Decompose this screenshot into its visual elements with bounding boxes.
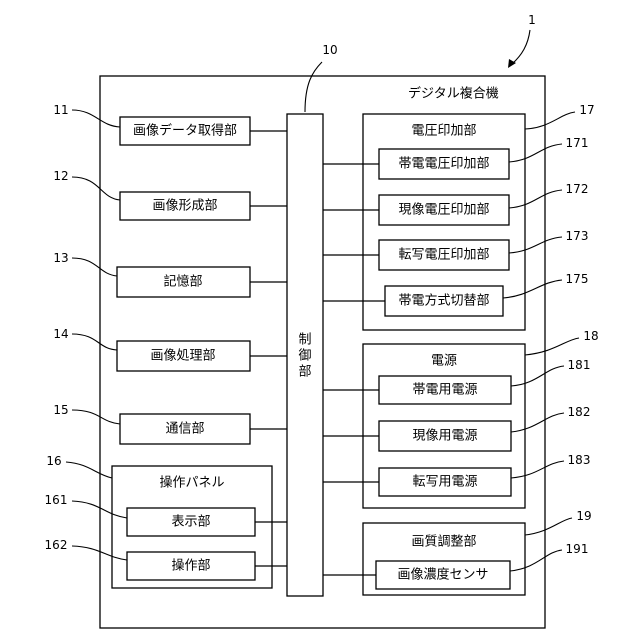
device-ref-leader [512,30,530,64]
power-label: 電源 [431,354,457,369]
unit-label: 画像形成部 [152,199,217,214]
controller-label-char-3: 部 [298,365,311,380]
unit-label: 帯電用電源 [412,383,477,398]
unit-ref: 13 [53,251,68,265]
device-ref: 1 [528,13,536,27]
unit-power-supply: 電源 18 帯電用電源 181 現像用電源 182 転写用電源 183 [323,329,599,508]
unit-label: 表示部 [171,515,210,530]
quality-label: 画質調整部 [411,535,476,550]
controller-ref: 10 [322,43,337,57]
unit-ref: 11 [53,103,68,117]
power-ref: 18 [583,329,598,343]
unit-ref: 181 [568,358,591,372]
unit-ref: 14 [53,327,68,341]
unit-label: 転写用電源 [412,475,477,490]
unit-ref: 161 [45,493,68,507]
unit-label: 現像電圧印加部 [398,203,489,218]
unit-ref: 173 [566,229,589,243]
voltage-ref: 17 [579,103,594,117]
unit-ref: 175 [566,272,589,286]
unit-label: 画像濃度センサ [397,567,488,583]
device-title: デジタル複合機 [408,86,499,102]
panel-ref: 16 [46,454,61,468]
unit-voltage-application: 電圧印加部 17 帯電電圧印加部 171 現像電圧印加部 172 転写電圧印加部… [323,103,595,330]
unit-label: 現像用電源 [412,429,477,444]
controller-label-char-2: 御 [298,349,311,364]
voltage-label: 電圧印加部 [411,124,476,139]
unit-ref: 191 [566,542,589,556]
unit-label: 帯電方式切替部 [398,293,489,309]
unit-label: 操作部 [171,558,210,574]
unit-ref: 15 [53,403,68,417]
unit-ref: 172 [566,182,589,196]
unit-label: 画像処理部 [150,349,215,364]
unit-label: 画像データ取得部 [133,123,237,139]
unit-ref: 162 [45,538,68,552]
unit-ref: 182 [568,405,591,419]
device-ref-arrowhead [508,59,516,68]
unit-operation-panel: 操作パネル 16 表示部 161 操作部 162 [45,454,287,588]
unit-label: 帯電電圧印加部 [398,157,489,172]
unit-label: 転写電圧印加部 [398,248,489,263]
unit-label: 記憶部 [163,274,202,290]
unit-label: 通信部 [165,422,204,437]
controller-label-char-1: 制 [298,333,311,348]
unit-ref: 12 [53,169,68,183]
panel-label: 操作パネル [159,475,224,491]
unit-ref: 171 [566,136,589,150]
controller-label: 制 御 部 [298,333,311,380]
quality-ref: 19 [576,509,591,523]
unit-ref: 183 [568,453,591,467]
